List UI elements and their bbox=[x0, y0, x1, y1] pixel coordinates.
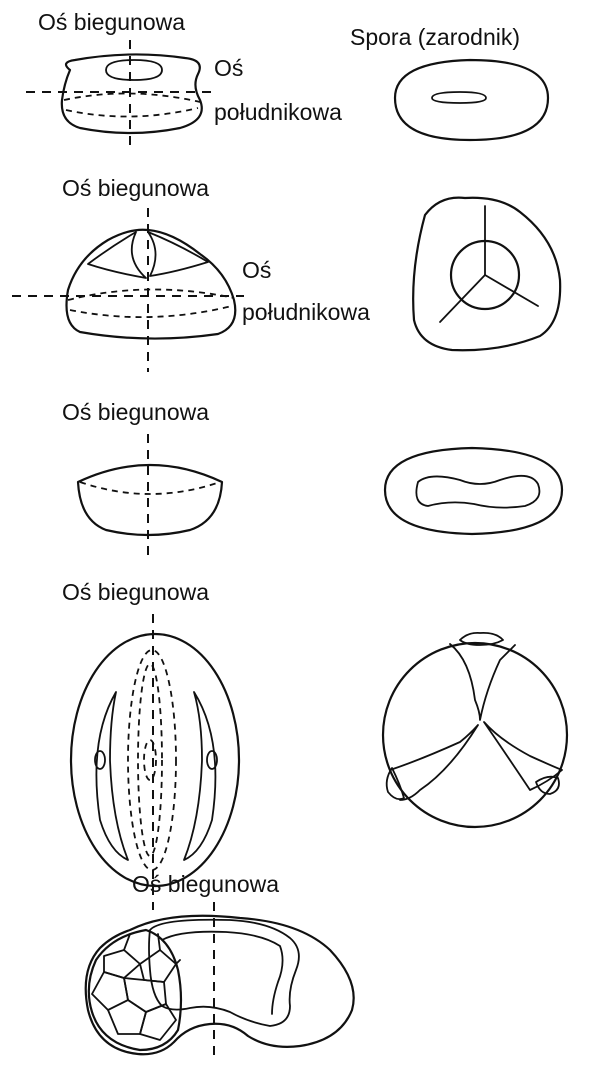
equator-dashed-2a bbox=[68, 289, 234, 300]
row-5-side-view: Oś biegunowa bbox=[86, 871, 354, 1062]
round-spore-outline bbox=[383, 643, 567, 827]
dashed-pore-center bbox=[144, 740, 156, 780]
row-1-polar-view: Spora (zarodnik) bbox=[350, 24, 548, 140]
oval-spore-outline bbox=[385, 448, 562, 534]
triangular-aperture-right bbox=[484, 722, 562, 790]
triangular-aperture-left bbox=[390, 725, 478, 800]
polar-axis-label-2: Oś biegunowa bbox=[62, 175, 209, 201]
row-1-side-view: Oś biegunowa Oś południkowa bbox=[26, 9, 342, 150]
meridional-label-1: południkowa bbox=[214, 99, 342, 125]
meridional-label-2: południkowa bbox=[242, 299, 370, 325]
reticulum-cell-2 bbox=[140, 950, 176, 982]
equator-dashed-1a bbox=[64, 93, 200, 102]
reticulum-cell-3 bbox=[92, 972, 128, 1010]
triradiate-facet-2a bbox=[88, 232, 146, 278]
axis-word-label-2: Oś bbox=[242, 257, 271, 283]
row-3-side-view: Oś biegunowa bbox=[62, 399, 222, 560]
oval-spore-aperture bbox=[416, 476, 539, 508]
polar-axis-label-1: Oś biegunowa bbox=[38, 9, 185, 35]
dashed-colpus-center-a bbox=[138, 664, 162, 856]
row-4-side-view: Oś biegunowa bbox=[62, 579, 239, 910]
ring-spore-aperture bbox=[432, 92, 486, 103]
spore-body-outline-3 bbox=[78, 465, 222, 535]
polar-axis-label-4: Oś biegunowa bbox=[62, 579, 209, 605]
row-4-polar-view bbox=[383, 633, 567, 827]
spore-body-outline-2 bbox=[67, 230, 236, 339]
reticulum-cell-5 bbox=[108, 1000, 146, 1034]
colpus-left-4 bbox=[96, 692, 128, 860]
spore-title-label: Spora (zarodnik) bbox=[350, 24, 520, 50]
polar-axis-label-5: Oś biegunowa bbox=[132, 871, 279, 897]
triangular-aperture-top bbox=[450, 644, 515, 720]
colpus-right-4 bbox=[184, 692, 215, 860]
aperture-cap-left bbox=[387, 768, 404, 799]
ring-spore-outline bbox=[395, 60, 548, 140]
triangular-spore-outline bbox=[413, 198, 560, 351]
trilete-ray-2 bbox=[440, 275, 485, 322]
axis-word-label-1: Oś bbox=[214, 55, 243, 81]
polar-axis-label-3: Oś biegunowa bbox=[62, 399, 209, 425]
row-3-polar-view bbox=[385, 448, 562, 534]
row-2-polar-view bbox=[413, 198, 560, 351]
equator-dashed-1b bbox=[66, 108, 198, 117]
row-2-side-view: Oś biegunowa Oś południkowa bbox=[12, 175, 370, 372]
trilete-ray-3 bbox=[485, 275, 538, 306]
equator-dashed-3 bbox=[80, 482, 220, 494]
polar-aperture-1 bbox=[106, 60, 162, 80]
equator-dashed-2b bbox=[70, 306, 232, 317]
